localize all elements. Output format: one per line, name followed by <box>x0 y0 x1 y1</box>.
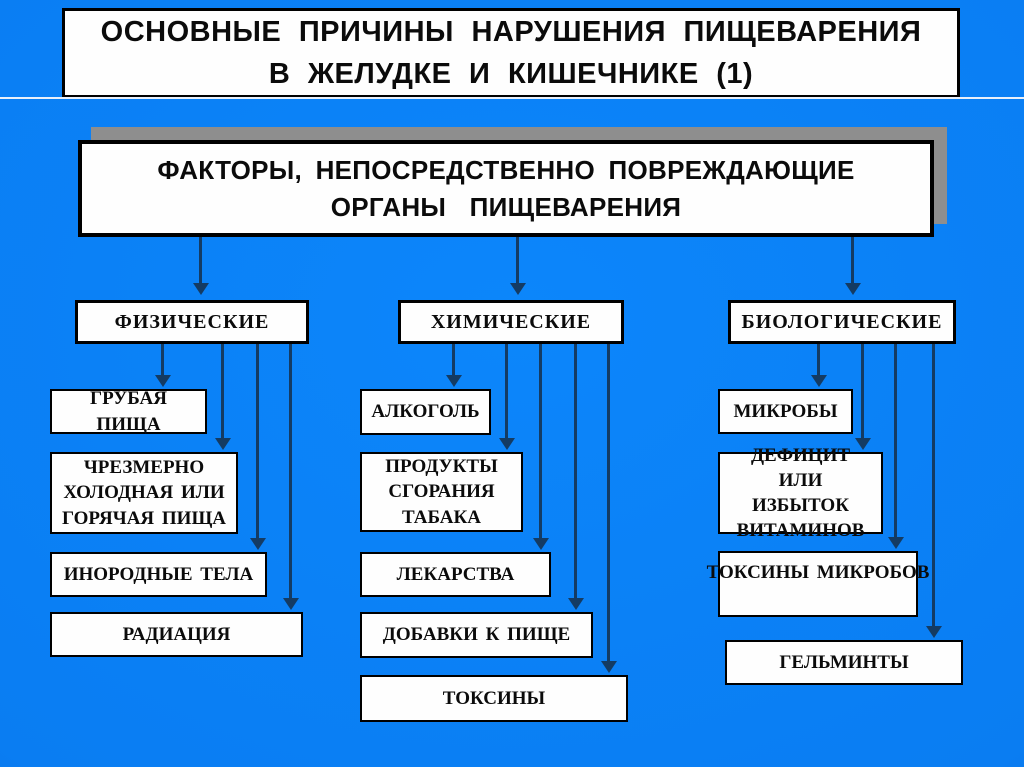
arrow-to-tobacco-products <box>505 344 508 439</box>
arrow-to-food-additives <box>574 344 577 599</box>
arrow-to-radiation <box>289 344 292 599</box>
arrow-factors-to-chemical <box>516 237 519 284</box>
item-label: ДОБАВКИ К ПИЩЕ <box>382 624 571 646</box>
category-box-chemical: ХИМИЧЕСКИЕ <box>398 300 624 344</box>
arrow-to-foreign-bodies <box>256 344 259 539</box>
factors-line1: ФАКТОРЫ, НЕПОСРЕДСТВЕННО ПОВРЕЖДАЮЩИЕ <box>157 154 855 185</box>
item-box-helminths: ГЕЛЬМИНТЫ <box>725 640 963 685</box>
item-box-alcohol: АЛКОГОЛЬ <box>360 389 491 435</box>
category-label: ХИМИЧЕСКИЕ <box>430 310 592 333</box>
arrow-to-alcohol <box>452 344 455 376</box>
arrow-to-toxins <box>607 344 610 662</box>
item-label: РАДИАЦИЯ <box>122 623 231 645</box>
item-label: МИКРОБЫ <box>733 400 838 422</box>
item-label: ДЕФИЦИТ ИЛИ ИЗБЫТОК ВИТАМИНОВ <box>736 444 865 542</box>
title-box: ОСНОВНЫЕ ПРИЧИНЫ НАРУШЕНИЯ ПИЩЕВАРЕНИЯ В… <box>62 8 960 98</box>
item-label: ГЕЛЬМИНТЫ <box>779 651 909 673</box>
divider-line <box>0 97 1024 99</box>
factors-box: ФАКТОРЫ, НЕПОСРЕДСТВЕННО ПОВРЕЖДАЮЩИЕ ОР… <box>78 140 934 237</box>
item-label: ЧРЕЗМЕРНО ХОЛОДНАЯ ИЛИ ГОРЯЧАЯ ПИЩА <box>61 457 227 529</box>
item-box-tobacco-products: ПРОДУКТЫ СГОРАНИЯ ТАБАКА <box>360 452 523 532</box>
arrow-to-coarse-food <box>161 344 164 376</box>
item-label: АЛКОГОЛЬ <box>371 401 480 423</box>
factors-line2: ОРГАНЫ ПИЩЕВАРЕНИЯ <box>330 191 682 222</box>
item-box-medicines: ЛЕКАРСТВА <box>360 552 551 597</box>
arrow-factors-to-physical <box>199 237 202 284</box>
item-box-coarse-food: ГРУБАЯ ПИЩА <box>50 388 207 435</box>
item-box-extreme-temp-food: ЧРЕЗМЕРНО ХОЛОДНАЯ ИЛИ ГОРЯЧАЯ ПИЩА <box>50 452 238 534</box>
item-box-foreign-bodies: ИНОРОДНЫЕ ТЕЛА <box>50 552 267 597</box>
arrow-to-extreme-temp-food <box>221 344 224 439</box>
category-box-physical: ФИЗИЧЕСКИЕ <box>75 300 309 344</box>
item-label: ИНОРОДНЫЕ ТЕЛА <box>63 563 254 585</box>
item-label: ТОКСИНЫ <box>442 687 546 709</box>
item-box-microbes: МИКРОБЫ <box>718 389 853 434</box>
item-label: ЛЕКАРСТВА <box>396 563 515 585</box>
arrow-to-microbial-toxins <box>894 344 897 538</box>
arrow-factors-to-biological <box>851 237 854 284</box>
title-line2: В ЖЕЛУДКЕ И КИШЕЧНИКЕ (1) <box>268 58 754 90</box>
arrow-to-vitamin-imbalance <box>861 344 864 439</box>
item-box-radiation: РАДИАЦИЯ <box>50 612 303 657</box>
item-label: ТОКСИНЫ МИКРОБОВ <box>706 562 930 583</box>
item-box-microbial-toxins: ТОКСИНЫ МИКРОБОВ <box>707 551 929 617</box>
arrow-to-helminths <box>932 344 935 627</box>
item-label: ПРОДУКТЫ СГОРАНИЯ ТАБАКА <box>385 456 498 528</box>
item-box-food-additives: ДОБАВКИ К ПИЩЕ <box>360 612 593 658</box>
category-box-biological: БИОЛОГИЧЕСКИЕ <box>728 300 956 344</box>
arrow-to-microbes <box>817 344 820 376</box>
item-box-vitamin-imbalance: ДЕФИЦИТ ИЛИ ИЗБЫТОК ВИТАМИНОВ <box>718 445 883 541</box>
category-label: БИОЛОГИЧЕСКИЕ <box>741 310 943 333</box>
category-label: ФИЗИЧЕСКИЕ <box>114 310 270 333</box>
title-line1: ОСНОВНЫЕ ПРИЧИНЫ НАРУШЕНИЯ ПИЩЕВАРЕНИЯ <box>100 16 922 48</box>
arrow-to-medicines <box>539 344 542 539</box>
item-box-toxins: ТОКСИНЫ <box>360 675 628 722</box>
item-label: ГРУБАЯ ПИЩА <box>90 388 167 435</box>
